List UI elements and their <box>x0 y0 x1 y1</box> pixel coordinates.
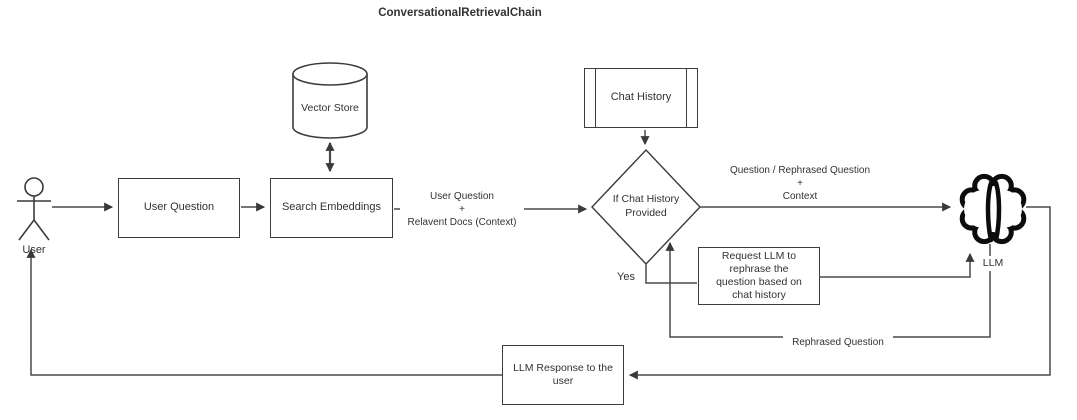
node-request-rephrase: Request LLM to rephrase the question bas… <box>698 247 820 305</box>
node-user-question: User Question <box>118 178 240 238</box>
node-chat-history-label: Chat History <box>610 91 672 104</box>
node-llm-label: LLM <box>975 256 1011 271</box>
edge-decision-yes-to-request <box>645 264 697 284</box>
node-search-embeddings: Search Embeddings <box>270 178 393 238</box>
node-llm-response: LLM Response to the user <box>502 345 624 405</box>
edge-label-rephrased-question: Rephrased Question <box>783 334 893 351</box>
node-user-label: User <box>22 244 46 257</box>
node-search-embeddings-label: Search Embeddings <box>281 201 382 214</box>
chat-history-right-frame-line <box>686 69 687 127</box>
chat-history-left-frame-line <box>595 69 596 127</box>
diagram-title: ConversationalRetrievalChain <box>378 7 542 19</box>
edge-label-yes: Yes <box>617 271 635 284</box>
vector-store-cylinder <box>292 62 368 139</box>
user-actor-icon <box>17 177 51 241</box>
edge-request-to-llm <box>820 252 975 278</box>
node-llm-response-label: LLM Response to the user <box>513 361 613 387</box>
edge-label-search-to-decision: User Question + Relavent Docs (Context) <box>400 186 524 232</box>
node-decision-label: If Chat History Provided <box>612 193 680 219</box>
edge-response-to-user <box>26 248 502 376</box>
edge-llm-to-response <box>628 206 1051 380</box>
edge-label-decision-to-llm: Question / Rephrased Question + Context <box>729 164 871 202</box>
node-chat-history: Chat History <box>584 68 698 128</box>
node-user-question-label: User Question <box>143 201 215 214</box>
node-vector-store-label: Vector Store <box>301 102 359 115</box>
llm-brain-icon <box>959 173 1027 245</box>
node-request-rephrase-label: Request LLM to rephrase the question bas… <box>716 249 802 302</box>
